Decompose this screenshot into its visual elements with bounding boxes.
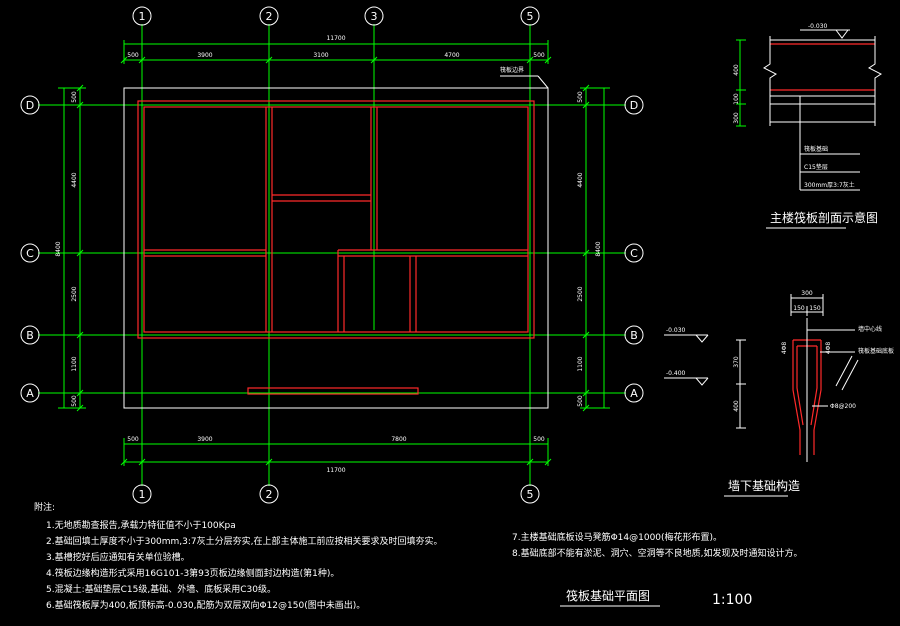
section1-legend-1: 筏板基础 — [804, 145, 828, 153]
dim-bottom-4: 500 — [533, 436, 545, 443]
section2-rebar: Φ8@200 — [830, 403, 856, 410]
svg-text:D: D — [26, 99, 34, 112]
svg-text:1: 1 — [139, 10, 146, 23]
svg-text:5: 5 — [527, 488, 534, 501]
foundation-walls — [137, 100, 535, 395]
axis-bubble-right-A: A — [624, 383, 644, 403]
note-1: 1.无地质勘查报告,承载力特征值不小于100Kpa — [46, 519, 236, 531]
axis-bubble-top-1: 1 — [132, 6, 152, 26]
svg-text:2: 2 — [266, 10, 273, 23]
axis-bubble-left-B: B — [20, 325, 40, 345]
slab-boundary — [123, 87, 549, 409]
section2-dim-1: 370 — [733, 356, 740, 368]
section2-small-1: 4Φ8 — [781, 342, 788, 355]
dim-right-5: 500 — [577, 395, 584, 407]
dim-top-4: 4700 — [444, 52, 459, 59]
slab-edge-label: 筏板边界 — [500, 66, 524, 74]
axis-bubble-top-5: 5 — [520, 6, 540, 26]
note-7: 7.主楼基础底板设马凳筋Φ14@1000(梅花形布置)。 — [512, 531, 722, 543]
dim-bottom-3: 7800 — [391, 436, 406, 443]
dim-left-1: 500 — [71, 91, 78, 103]
svg-text:3: 3 — [371, 10, 378, 23]
section2-dim-2: 400 — [733, 400, 740, 412]
note-2: 2.基础回填土厚度不小于300mm,3:7灰土分层夯实,在上部主体施工前应按相关… — [46, 535, 443, 547]
note-5: 5.混凝土:基础垫层C15级,基础、外墙、底板采用C30级。 — [46, 583, 276, 595]
dim-top-1: 500 — [127, 52, 139, 59]
section1-dim-3: 300 — [733, 112, 740, 124]
axis-bubble-right-D: D — [624, 95, 644, 115]
dim-right-total: 8400 — [595, 241, 602, 256]
svg-text:5: 5 — [527, 10, 534, 23]
dim-right-1: 500 — [577, 91, 584, 103]
section2-small-2: 4Φ8 — [825, 342, 832, 355]
dim-bottom-1: 500 — [127, 436, 139, 443]
plan-title: 筏板基础平面图 — [566, 589, 650, 603]
section-wall-footing: 300 150 150 -0.030 -0.400 370 400 4Φ8 4Φ… — [664, 290, 894, 497]
section1-legend-2: C15垫层 — [804, 163, 828, 171]
svg-text:A: A — [630, 387, 638, 400]
note-3: 3.基槽挖好后应通知有关单位验槽。 — [46, 551, 190, 563]
dim-left-3: 2500 — [71, 286, 78, 301]
axis-bubble-top-3: 3 — [364, 6, 384, 26]
axis-bubble-right-B: B — [624, 325, 644, 345]
dim-right-2: 4400 — [577, 172, 584, 187]
notes-block: 附注: 1.无地质勘查报告,承载力特征值不小于100Kpa 2.基础回填土厚度不… — [34, 501, 802, 611]
note-4: 4.筏板边缘构造形式采用16G101-3第93页板边缘侧面封边构造(第1种)。 — [46, 567, 339, 579]
axis-bubble-right-C: C — [624, 243, 644, 263]
axis-bubble-bottom-5: 5 — [520, 484, 540, 504]
dimension-texts: 11700 500 3900 3100 4700 500 500 3900 78… — [55, 35, 602, 474]
svg-text:C: C — [26, 247, 34, 260]
dim-left-5: 500 — [71, 395, 78, 407]
section2-dim-top: 300 — [801, 290, 813, 297]
dim-right-4: 1100 — [577, 356, 584, 371]
section1-dim-1: 400 — [733, 64, 740, 76]
axis-bubbles: 1 2 3 5 1 2 5 D C B A D C B A — [20, 6, 644, 504]
dim-bottom-total: 11700 — [326, 467, 345, 474]
axis-grid — [38, 24, 626, 486]
dim-right-3: 2500 — [577, 286, 584, 301]
section2-note-2: 筏板基础底板 — [858, 347, 894, 355]
section2-title: 墙下基础构造 — [728, 478, 800, 493]
axis-bubble-left-C: C — [20, 243, 40, 263]
section-slab: 400 100 300 -0.030 筏板基础 C15垫层 300mm厚3:7灰… — [733, 23, 882, 229]
axis-bubble-top-2: 2 — [259, 6, 279, 26]
dim-left-total: 8400 — [55, 241, 62, 256]
dimension-ticks — [76, 56, 590, 466]
section2-level-2: -0.400 — [666, 370, 686, 377]
note-8: 8.基础底部不能有淤泥、洞穴、空洞等不良地质,如发现及时通知设计方。 — [512, 547, 802, 559]
section1-legend-3: 300mm厚3:7灰土 — [804, 181, 855, 189]
axis-bubble-bottom-2: 2 — [259, 484, 279, 504]
svg-text:2: 2 — [266, 488, 273, 501]
section2-dim-left: 150 — [793, 305, 805, 312]
section1-level: -0.030 — [808, 23, 828, 30]
dimension-lines — [58, 40, 610, 466]
dim-top-3: 3100 — [313, 52, 328, 59]
dim-top-5: 500 — [533, 52, 545, 59]
section1-dim-2: 100 — [733, 93, 740, 105]
axis-bubble-bottom-1: 1 — [132, 484, 152, 504]
dim-top-total: 11700 — [326, 35, 345, 42]
section2-level-1: -0.030 — [666, 327, 686, 334]
notes-heading: 附注: — [34, 501, 55, 513]
note-6: 6.基础筏板厚为400,板顶标高-0.030,配筋为双层双向Φ12@150(图中… — [46, 599, 365, 611]
dim-top-2: 3900 — [197, 52, 212, 59]
dim-bottom-2: 3900 — [197, 436, 212, 443]
plan-scale: 1:100 — [712, 592, 752, 608]
svg-text:D: D — [630, 99, 638, 112]
svg-text:B: B — [26, 329, 34, 342]
dim-left-2: 4400 — [71, 172, 78, 187]
svg-text:A: A — [26, 387, 34, 400]
section1-title: 主楼筏板剖面示意图 — [770, 210, 878, 225]
section2-note-1: 墙中心线 — [858, 325, 882, 333]
axis-bubble-left-A: A — [20, 383, 40, 403]
svg-text:C: C — [630, 247, 638, 260]
axis-bubble-left-D: D — [20, 95, 40, 115]
svg-text:1: 1 — [139, 488, 146, 501]
section2-dim-right: 150 — [809, 305, 821, 312]
dim-left-4: 1100 — [71, 356, 78, 371]
svg-text:B: B — [630, 329, 638, 342]
